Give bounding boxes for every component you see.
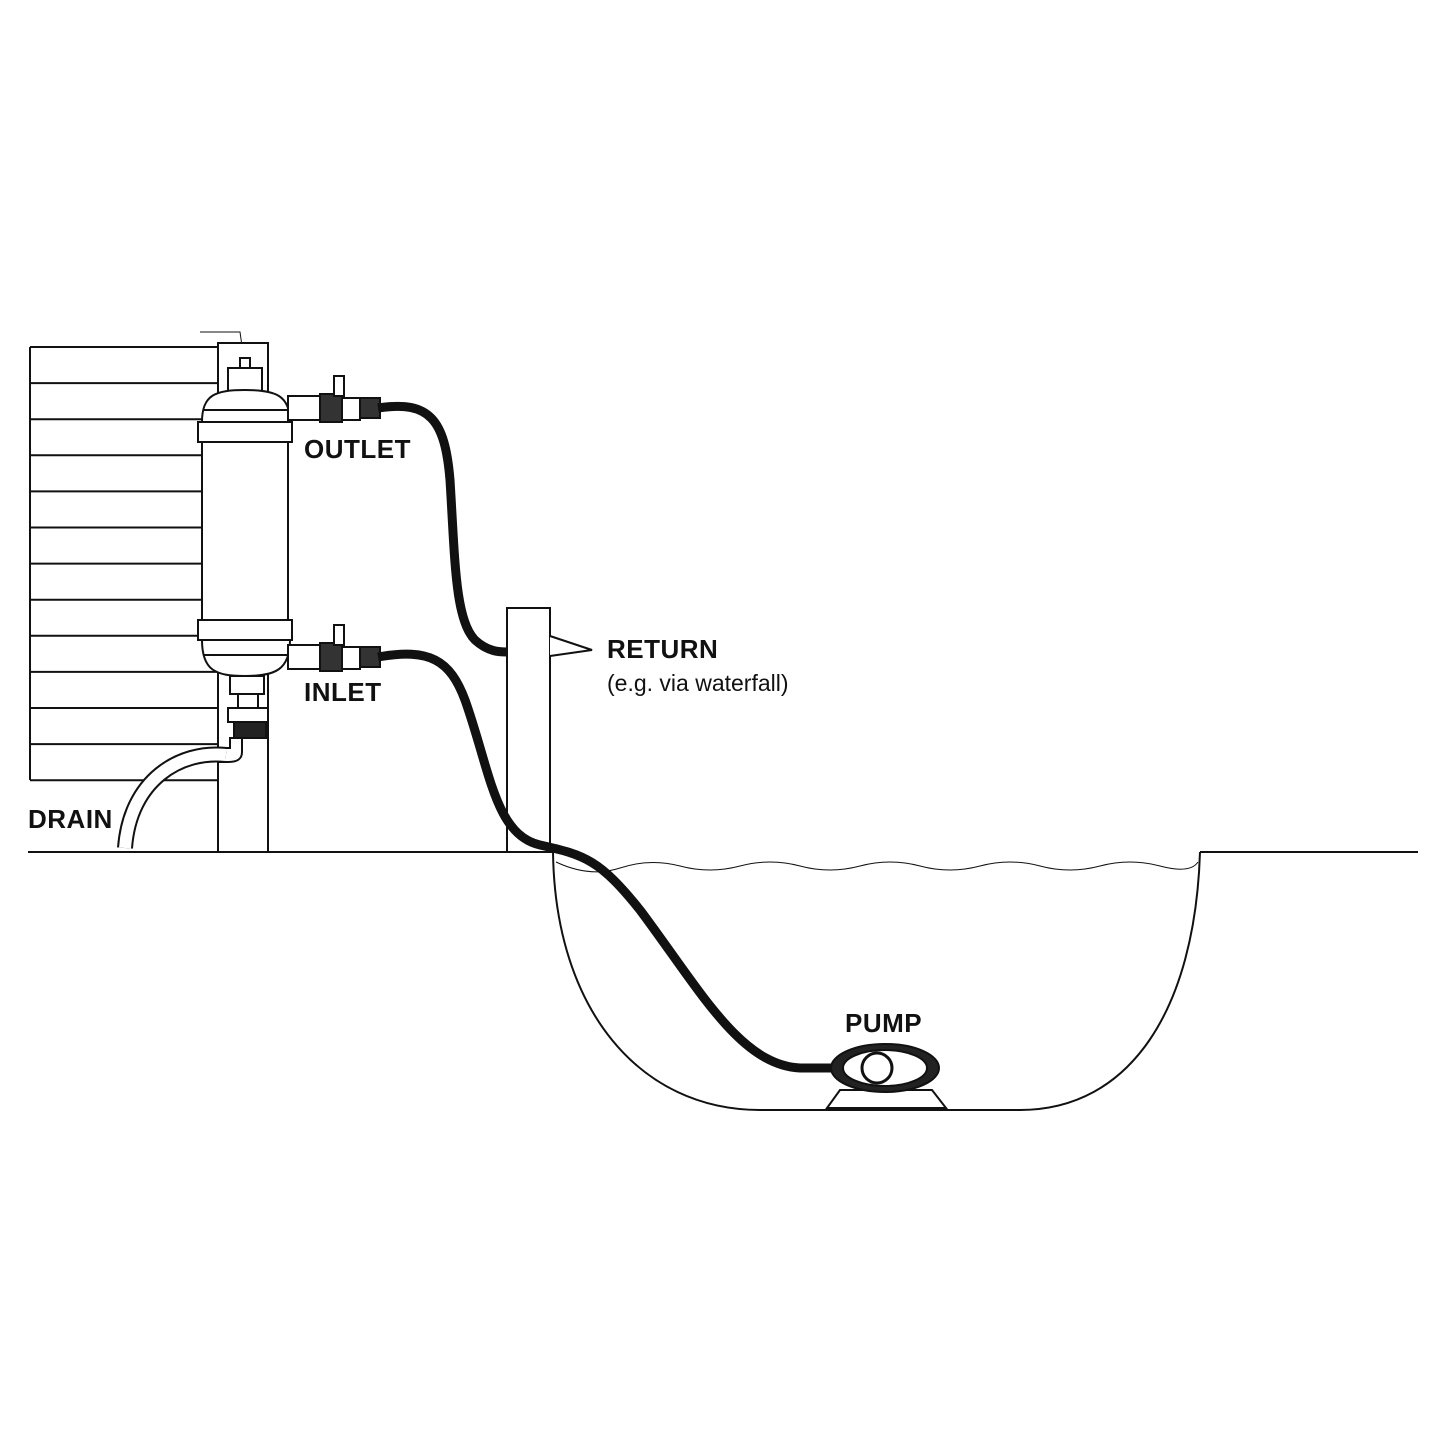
return-note: (e.g. via waterfall): [607, 670, 789, 696]
outlet-label: OUTLET: [304, 434, 411, 464]
water-surface: [555, 861, 1199, 873]
filter-unit: [197, 357, 293, 763]
house-siding: [29, 346, 218, 782]
return-spout: [549, 635, 593, 657]
return-label: RETURN: [607, 634, 719, 664]
return-post: [506, 607, 551, 853]
pump-label: PUMP: [845, 1008, 923, 1038]
pond-basin: [552, 851, 1201, 1111]
outlet-hose: [377, 401, 508, 657]
outlet-fittings: [287, 375, 381, 423]
inlet-hose: [377, 649, 840, 1073]
drain-label: DRAIN: [28, 804, 113, 834]
inlet-label: INLET: [304, 677, 382, 707]
inlet-fittings: [287, 624, 381, 672]
pump: [825, 1043, 949, 1109]
